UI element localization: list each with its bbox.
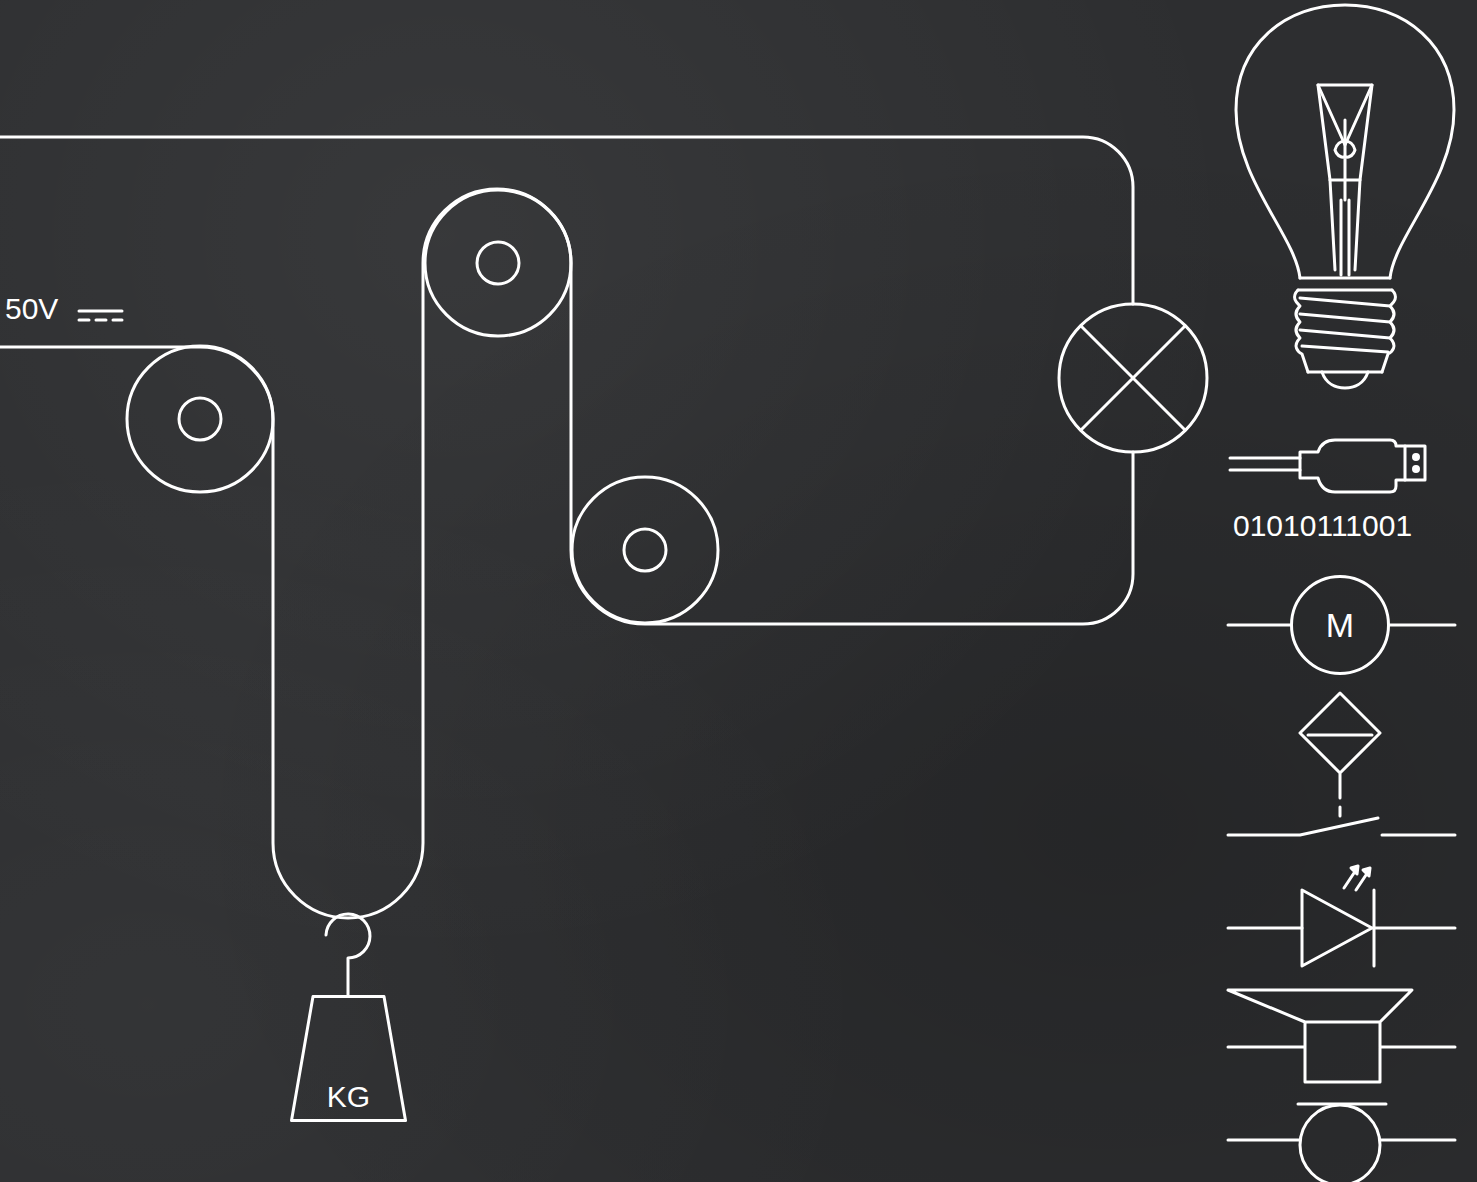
pulley-axle (624, 529, 666, 571)
sensor-symbol (1300, 693, 1380, 816)
led-symbol (1228, 866, 1455, 966)
pulley-axle (179, 398, 221, 440)
hook (326, 914, 370, 995)
circle-outline (1292, 577, 1389, 674)
lamp-symbol (1081, 326, 1185, 430)
pulley-axle (477, 242, 519, 284)
pulley (572, 477, 718, 623)
light-bulb (1236, 5, 1454, 388)
usb-plug (1230, 440, 1425, 492)
microphone-symbol (1228, 1104, 1455, 1140)
dc-symbol (79, 310, 122, 313)
dc-symbol (79, 319, 122, 322)
rope-cable (0, 137, 1133, 918)
weight-outline (292, 997, 406, 1121)
speaker-symbol (1228, 990, 1455, 1082)
pulley (127, 346, 273, 492)
lamp-symbol (1059, 304, 1207, 452)
switch-symbol (1228, 818, 1455, 835)
microphone-symbol (1300, 1105, 1380, 1182)
binary-code: 01010111001 (1233, 508, 1412, 544)
pulley (425, 190, 571, 336)
motor-symbol: M (1290, 575, 1390, 675)
voltage-label: 50V (5, 291, 58, 327)
node-text: M (1326, 608, 1354, 642)
node-text: KG (327, 1082, 370, 1112)
weight: KG (290, 995, 407, 1122)
